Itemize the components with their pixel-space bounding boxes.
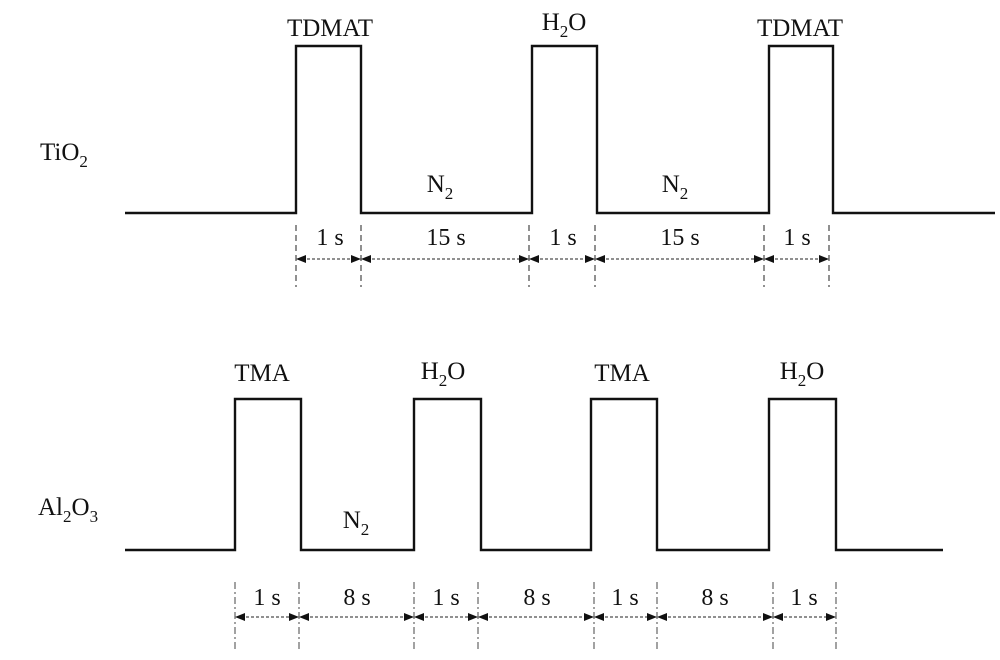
tio2-duration-2: 15 s [426, 225, 465, 251]
al2o3-pulse-label-tma-1: TMA [234, 360, 290, 387]
al2o3-duration-1: 1 s [253, 585, 280, 611]
tio2-purge-label-1: N2 [427, 171, 454, 203]
al2o3-duration-4: 8 s [523, 585, 550, 611]
al2o3-duration-5: 1 s [611, 585, 638, 611]
al2o3-duration-2: 8 s [343, 585, 370, 611]
al2o3-pulse-label-h2o-2: H2O [780, 358, 825, 390]
tio2-pulse-label-1: TDMAT [287, 15, 373, 42]
tio2-pulse-label-3: TDMAT [757, 15, 843, 42]
al2o3-duration-7: 1 s [790, 585, 817, 611]
al2o3-row: Al2O3 TMA H2O TMA H2O N2 1 s [38, 358, 943, 650]
al2o3-duration-6: 8 s [701, 585, 728, 611]
tio2-duration-1: 1 s [316, 225, 343, 251]
tio2-row: TiO2 TDMAT H2O TDMAT N2 N2 1 s 15 s 1 s … [40, 9, 995, 287]
tio2-duration-3: 1 s [549, 225, 576, 251]
tio2-pulse-waveform [125, 44, 995, 215]
al2o3-duration-3: 1 s [432, 585, 459, 611]
al2o3-pulse-waveform [125, 397, 943, 552]
tio2-duration-5: 1 s [783, 225, 810, 251]
tio2-duration-4: 15 s [660, 225, 699, 251]
al2o3-row-label: Al2O3 [38, 494, 98, 526]
tio2-row-label: TiO2 [40, 139, 88, 171]
tio2-purge-label-2: N2 [662, 171, 689, 203]
al2o3-pulse-label-tma-2: TMA [594, 360, 650, 387]
al2o3-purge-label: N2 [343, 507, 370, 539]
al2o3-pulse-label-h2o-1: H2O [421, 358, 466, 390]
tio2-pulse-label-2: H2O [542, 9, 587, 41]
